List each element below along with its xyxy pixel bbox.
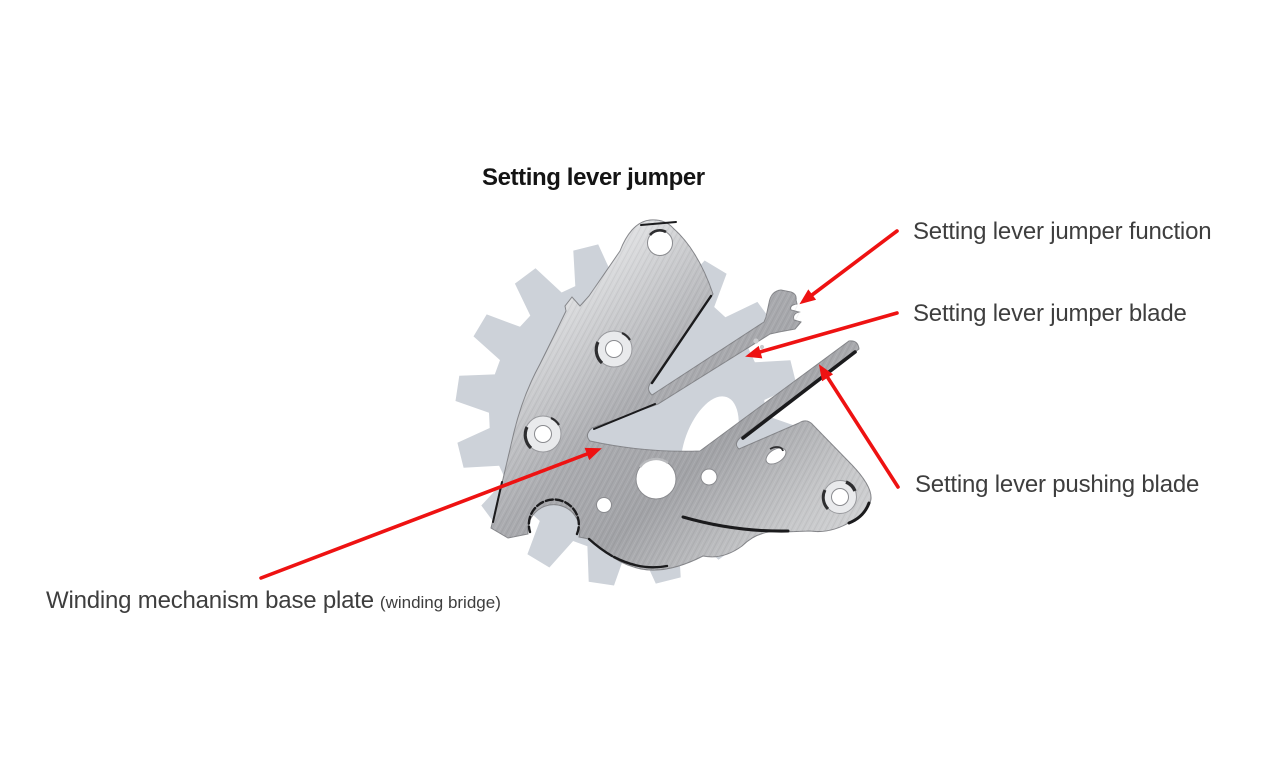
slot-shadow-pushing <box>741 350 857 440</box>
arrow-pushing-blade <box>818 364 900 489</box>
lobe-screw-bore <box>831 488 849 506</box>
lobe-screw-shadow <box>845 480 857 492</box>
notch-shadow <box>527 498 581 536</box>
arrow-jumper-blade <box>745 311 899 359</box>
small-hole-mid <box>700 468 718 486</box>
oval-hole-shadow <box>769 446 784 452</box>
callout-label-pushing-blade: Setting lever pushing blade <box>915 471 1200 498</box>
lobe-bottom-shadow <box>847 501 871 525</box>
bottom-curve-shadow <box>681 515 790 533</box>
upper-screw-bore <box>605 340 623 358</box>
slot-shadow-jumper <box>650 294 713 385</box>
center-hole-rim <box>639 457 669 468</box>
blade-base-shadow <box>593 403 656 430</box>
top-hole-shadow <box>648 229 667 236</box>
top-edge-shadow <box>640 221 677 226</box>
spring-fragment <box>753 338 759 344</box>
callout-label-base-plate-suffix: (winding bridge) <box>379 593 501 612</box>
winding-mechanism-base-plate <box>490 219 872 571</box>
callout-label-base-plate-main: Winding mechanism base plate <box>46 587 374 614</box>
left-screw-bore <box>534 425 552 443</box>
bottom-mid-shadow <box>612 555 669 569</box>
left-screw-shadow2 <box>550 416 560 426</box>
oval-hole <box>765 447 787 465</box>
callout-label-base-plate: Winding mechanism base plate (winding bri… <box>46 587 501 615</box>
arrow-base-plate <box>259 447 602 580</box>
upper-screw-shadow2 <box>621 331 631 341</box>
upper-screw-shadow <box>594 341 604 365</box>
callout-label-jumper-function: Setting lever jumper function <box>913 218 1212 245</box>
callout-arrows <box>259 229 900 580</box>
plate-holes <box>523 229 857 514</box>
page-title: Setting lever jumper <box>482 164 705 191</box>
spring-fragment <box>759 344 765 350</box>
lobe-screw-shadow2 <box>821 489 830 511</box>
small-hole-left <box>596 497 612 513</box>
callout-label-jumper-blade: Setting lever jumper blade <box>913 300 1187 327</box>
left-screw-shadow <box>523 426 533 450</box>
arrow-jumper-function <box>799 229 899 305</box>
brushed-texture <box>491 219 872 571</box>
bottom-left-shadow <box>587 537 614 558</box>
